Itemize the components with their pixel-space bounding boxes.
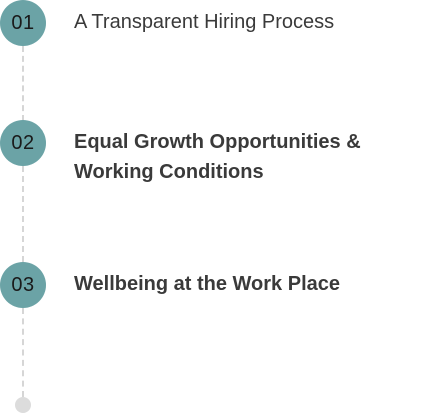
timeline-end-dot [15, 397, 31, 413]
timeline-connector [22, 308, 24, 397]
step-title: Wellbeing at the Work Place [74, 273, 340, 295]
step-title: Equal Growth Opportunities & Working Con… [74, 131, 361, 183]
step-number-badge: 02 [0, 120, 46, 166]
step-number-badge: 01 [0, 0, 46, 46]
step-title: A Transparent Hiring Process [74, 11, 335, 33]
step-number-badge: 03 [0, 262, 46, 308]
timeline-connector [22, 166, 24, 262]
timeline-connector [22, 46, 24, 121]
